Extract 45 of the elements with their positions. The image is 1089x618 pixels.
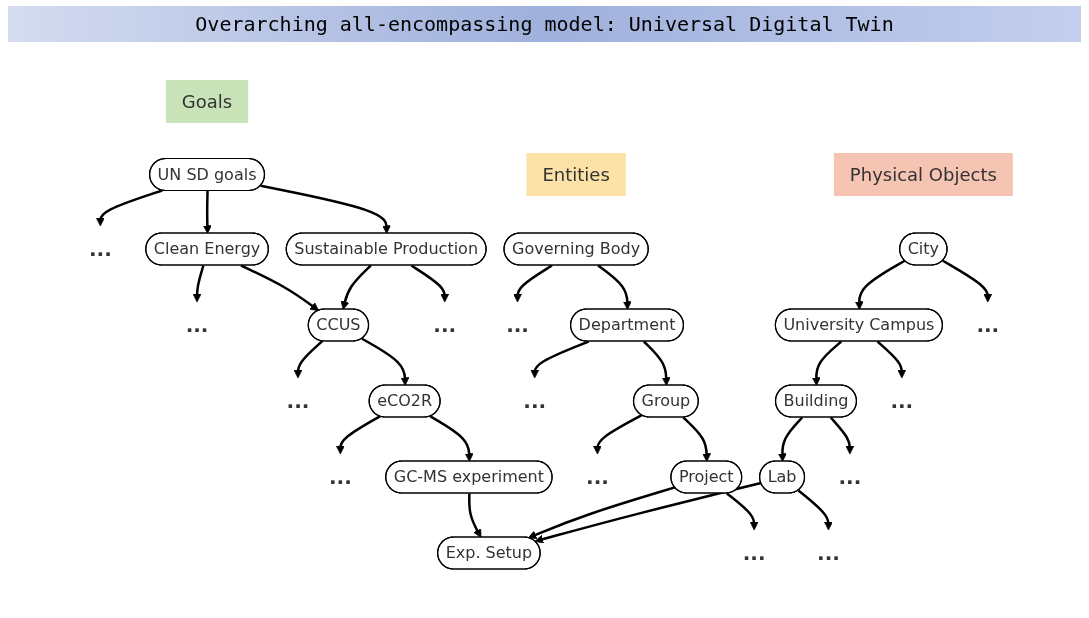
- arrow: [812, 340, 843, 386]
- arrow: [240, 264, 320, 312]
- node-text: ...: [743, 541, 766, 565]
- arrow: [726, 492, 759, 531]
- node-box: Entities: [526, 153, 627, 196]
- node-text: ...: [287, 389, 310, 413]
- arrow: [341, 264, 373, 310]
- arrow: [530, 340, 590, 379]
- arrow: [535, 481, 762, 544]
- arrow: [96, 189, 163, 227]
- arrow: [855, 259, 906, 310]
- arrow: [361, 337, 410, 386]
- node-text: ...: [89, 237, 113, 261]
- arrow: [643, 340, 671, 386]
- node-text: ...: [976, 313, 1000, 337]
- arrow: [682, 416, 712, 462]
- arrow: [294, 340, 324, 379]
- arrow: [593, 414, 643, 455]
- arrow: [877, 340, 907, 379]
- node-text: ...: [506, 313, 530, 337]
- arrow: [597, 264, 633, 310]
- arrow: [411, 264, 450, 303]
- title-banner: Overarching all-encompassing model: Universal Digital Twin: [8, 6, 1081, 42]
- arrow: [193, 265, 205, 303]
- arrow: [778, 416, 804, 462]
- arrow: [798, 489, 834, 531]
- node-text: ...: [329, 465, 353, 489]
- arrow: [513, 264, 553, 303]
- node-box: Physical Objects: [834, 153, 1014, 196]
- arrow: [528, 486, 676, 539]
- node-text: ...: [890, 389, 914, 413]
- node-text: ...: [817, 541, 841, 565]
- node-text: ...: [838, 465, 862, 489]
- arrow: [430, 415, 474, 462]
- arrow: [260, 184, 392, 234]
- arrow: [468, 493, 482, 538]
- arrow: [942, 259, 993, 303]
- arrow: [203, 190, 213, 234]
- node-text: ...: [186, 313, 209, 337]
- node-box: Goals: [166, 80, 249, 123]
- node-text: ...: [586, 465, 610, 489]
- node-text: ...: [523, 389, 547, 413]
- node-text: ...: [433, 313, 457, 337]
- arrow: [336, 415, 381, 455]
- arrow: [830, 416, 855, 455]
